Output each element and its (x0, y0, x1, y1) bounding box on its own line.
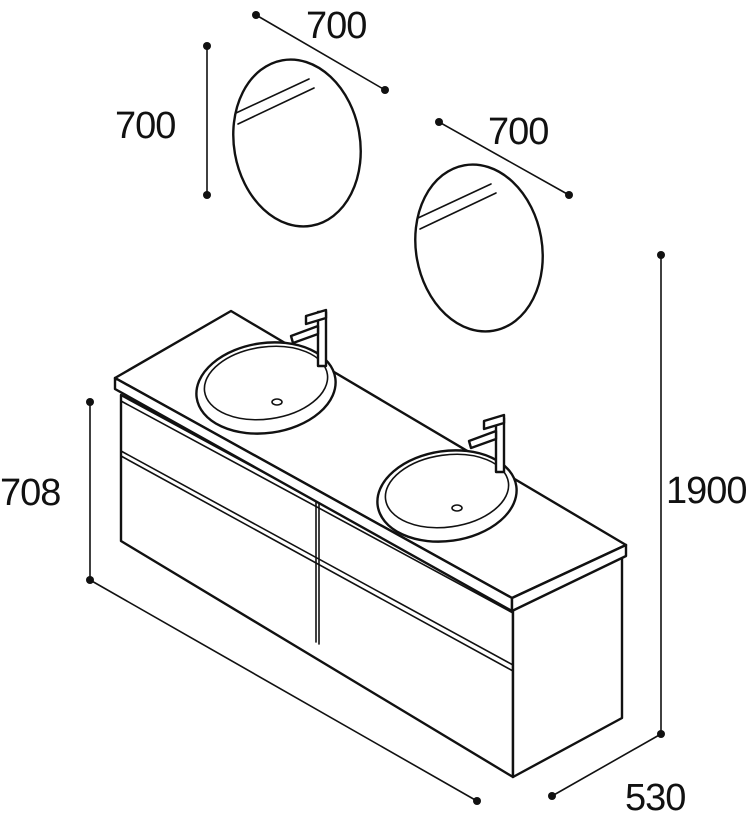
depth-label: 530 (625, 777, 685, 819)
mirror-left-width-dimension: 700 (252, 5, 389, 94)
mirror-left-width-label: 700 (306, 5, 366, 47)
basin-left (195, 341, 337, 435)
total-height-label: 1900 (666, 470, 747, 512)
mirror-right-width-dimension: 700 (435, 111, 573, 199)
mirror-right (414, 163, 544, 333)
width-dimension-line (89, 579, 481, 805)
cabinet-height-dimension: 708 (0, 398, 94, 584)
mirror-left-height-label: 700 (115, 105, 175, 147)
drawer-seams (120, 400, 514, 672)
mirror-left (232, 58, 362, 228)
faucet-left (289, 308, 328, 368)
faucet-right (467, 413, 506, 474)
depth-dimension: 530 (548, 733, 686, 819)
basin-right (376, 449, 518, 543)
mirror-right-width-label: 700 (488, 111, 548, 153)
mirror-left-height-dimension: 700 (115, 42, 211, 199)
vanity-cabinet (113, 309, 628, 779)
total-height-dimension: 1900 (657, 251, 748, 738)
cabinet-height-label: 708 (0, 472, 60, 514)
